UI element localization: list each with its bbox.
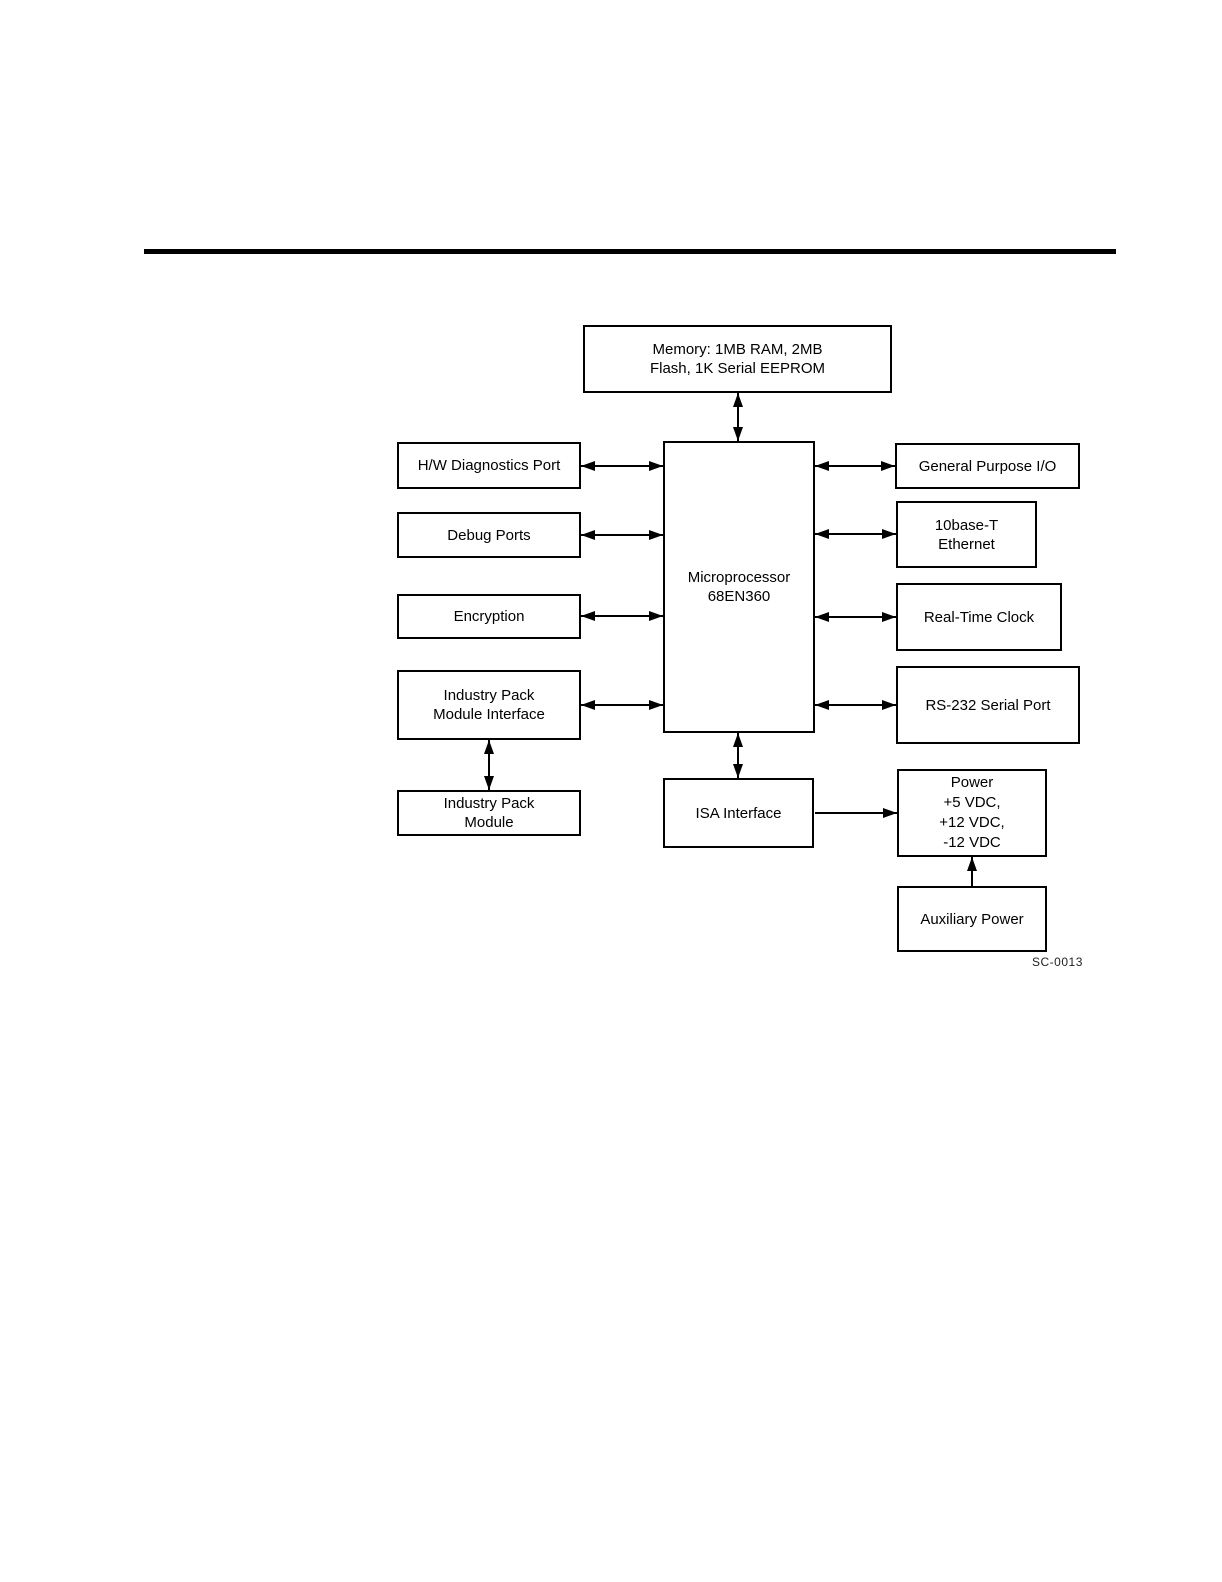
node-industry-pack-module-interface: Industry Pack Module Interface — [397, 670, 581, 740]
node-hw-diagnostics-port: H/W Diagnostics Port — [397, 442, 581, 489]
node-10base-t-ethernet: 10base-T Ethernet — [896, 501, 1037, 568]
node-rs-232-serial-port: RS-232 Serial Port — [896, 666, 1080, 744]
node-power: Power +5 VDC, +12 VDC, -12 VDC — [897, 769, 1047, 857]
node-real-time-clock: Real-Time Clock — [896, 583, 1062, 651]
node-isa-interface: ISA Interface — [663, 778, 814, 848]
node-microprocessor: Microprocessor 68EN360 — [663, 441, 815, 733]
node-memory: Memory: 1MB RAM, 2MB Flash, 1K Serial EE… — [583, 325, 892, 393]
figure-code: SC-0013 — [1032, 955, 1083, 969]
header-rule — [144, 249, 1116, 254]
node-industry-pack-module: Industry Pack Module — [397, 790, 581, 836]
node-auxiliary-power: Auxiliary Power — [897, 886, 1047, 952]
node-encryption: Encryption — [397, 594, 581, 639]
node-general-purpose-io: General Purpose I/O — [895, 443, 1080, 489]
node-debug-ports: Debug Ports — [397, 512, 581, 558]
